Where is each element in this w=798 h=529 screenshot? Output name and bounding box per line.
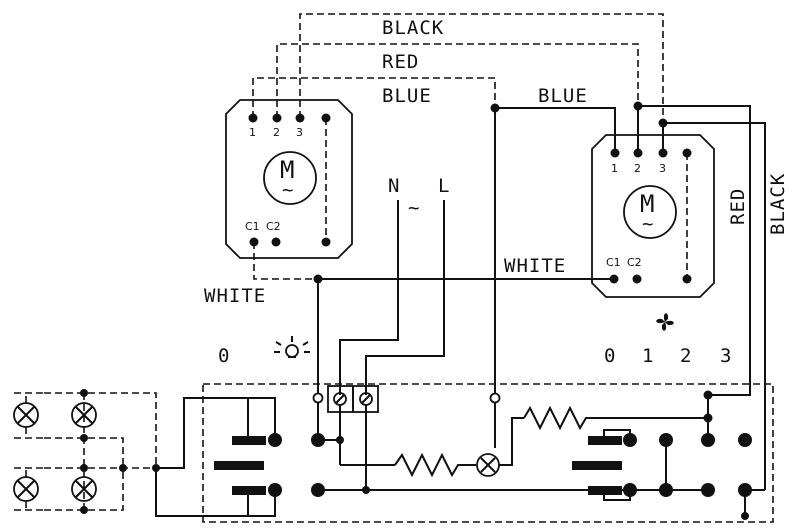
motor-right-pin-label-3: 3 bbox=[659, 162, 666, 175]
motor-right-symbol: M bbox=[640, 190, 654, 218]
wire-red-right bbox=[638, 105, 751, 396]
wire-blue-solid bbox=[495, 107, 616, 150]
motor-left: 1 2 3 M ~ C1 C2 bbox=[225, 99, 353, 259]
motor-right-cap-pin-2 bbox=[632, 274, 642, 284]
motor-left-symbol: M bbox=[280, 156, 294, 184]
light-switch-off-label: 0 bbox=[218, 345, 230, 367]
label-black-top: BLACK bbox=[382, 17, 444, 39]
label-white-right: WHITE bbox=[504, 255, 566, 277]
label-red-top: RED bbox=[382, 51, 419, 73]
motor-left-cap-label-2: C2 bbox=[266, 220, 281, 233]
lamp-icon bbox=[71, 402, 97, 428]
fan-position-1: 1 bbox=[642, 345, 654, 367]
junction-dot bbox=[703, 413, 713, 423]
motor-right-pin-2 bbox=[633, 148, 643, 158]
junction-dot bbox=[703, 390, 713, 400]
label-neutral: N bbox=[388, 175, 400, 197]
motor-left-cap-label-1: C1 bbox=[245, 220, 260, 233]
motor-right-ac: ~ bbox=[642, 213, 654, 235]
label-ac-supply: ~ bbox=[408, 197, 420, 219]
label-blue-top: BLUE bbox=[382, 85, 432, 107]
label-blue-right: BLUE bbox=[538, 85, 588, 107]
label-black-right: BLACK bbox=[767, 173, 789, 235]
lamp-icon bbox=[71, 476, 97, 502]
motor-left-pin-label-2: 2 bbox=[273, 126, 280, 139]
motor-left-pin-label-1: 1 bbox=[249, 126, 256, 139]
junction-dot bbox=[336, 436, 344, 444]
lamp-icon bbox=[274, 336, 310, 358]
fan-switch-lever bbox=[572, 429, 631, 501]
wire-black-right bbox=[663, 122, 766, 480]
fan-icon bbox=[656, 313, 674, 331]
motor-right-pin-1 bbox=[610, 148, 620, 158]
junction-dot bbox=[362, 486, 370, 494]
fan-position-0: 0 bbox=[604, 345, 616, 367]
lamp-icon bbox=[13, 393, 39, 438]
wire-red-top bbox=[276, 43, 639, 118]
motor-left-housing bbox=[225, 99, 353, 259]
terminal-open-left bbox=[312, 392, 324, 404]
fan-position-3: 3 bbox=[720, 345, 732, 367]
lamps-group bbox=[44, 389, 248, 517]
label-live: L bbox=[438, 175, 450, 197]
motor-right-housing bbox=[591, 134, 715, 298]
wire-black-top bbox=[299, 13, 664, 123]
switch-internal-wiring bbox=[317, 395, 766, 516]
motor-left-symbol-circle bbox=[263, 151, 317, 205]
terminal-open-right bbox=[489, 392, 501, 404]
motor-right-pin-3 bbox=[658, 148, 668, 158]
motor-left-pin-2 bbox=[272, 113, 282, 123]
wire-white-left bbox=[253, 242, 318, 280]
motor-right-cap-label-1: C1 bbox=[606, 256, 621, 269]
light-switch-lever bbox=[214, 397, 276, 517]
lamp-icon bbox=[13, 468, 39, 510]
motor-right: 1 2 3 M ~ C1 C2 bbox=[591, 134, 715, 298]
switch-box bbox=[202, 383, 774, 523]
wire-blue-top bbox=[252, 77, 496, 118]
label-red-right: RED bbox=[727, 188, 749, 225]
wire-live bbox=[365, 200, 445, 395]
motor-right-pin-label-2: 2 bbox=[634, 162, 641, 175]
motor-left-ac: ~ bbox=[282, 179, 294, 201]
fan-position-2: 2 bbox=[680, 345, 692, 367]
top-dashed-wires bbox=[252, 13, 664, 123]
motor-left-pin-1 bbox=[248, 113, 258, 123]
motor-right-pin-label-1: 1 bbox=[611, 162, 618, 175]
motor-right-cap-label-2: C2 bbox=[627, 256, 642, 269]
motor-right-symbol-circle bbox=[623, 185, 677, 239]
motor-left-cap-pin-2 bbox=[271, 237, 281, 247]
motor-left-pin-label-3: 3 bbox=[296, 126, 303, 139]
wire-neutral bbox=[339, 200, 399, 395]
motor-left-pin-3 bbox=[295, 113, 305, 123]
label-white-left: WHITE bbox=[204, 285, 266, 307]
